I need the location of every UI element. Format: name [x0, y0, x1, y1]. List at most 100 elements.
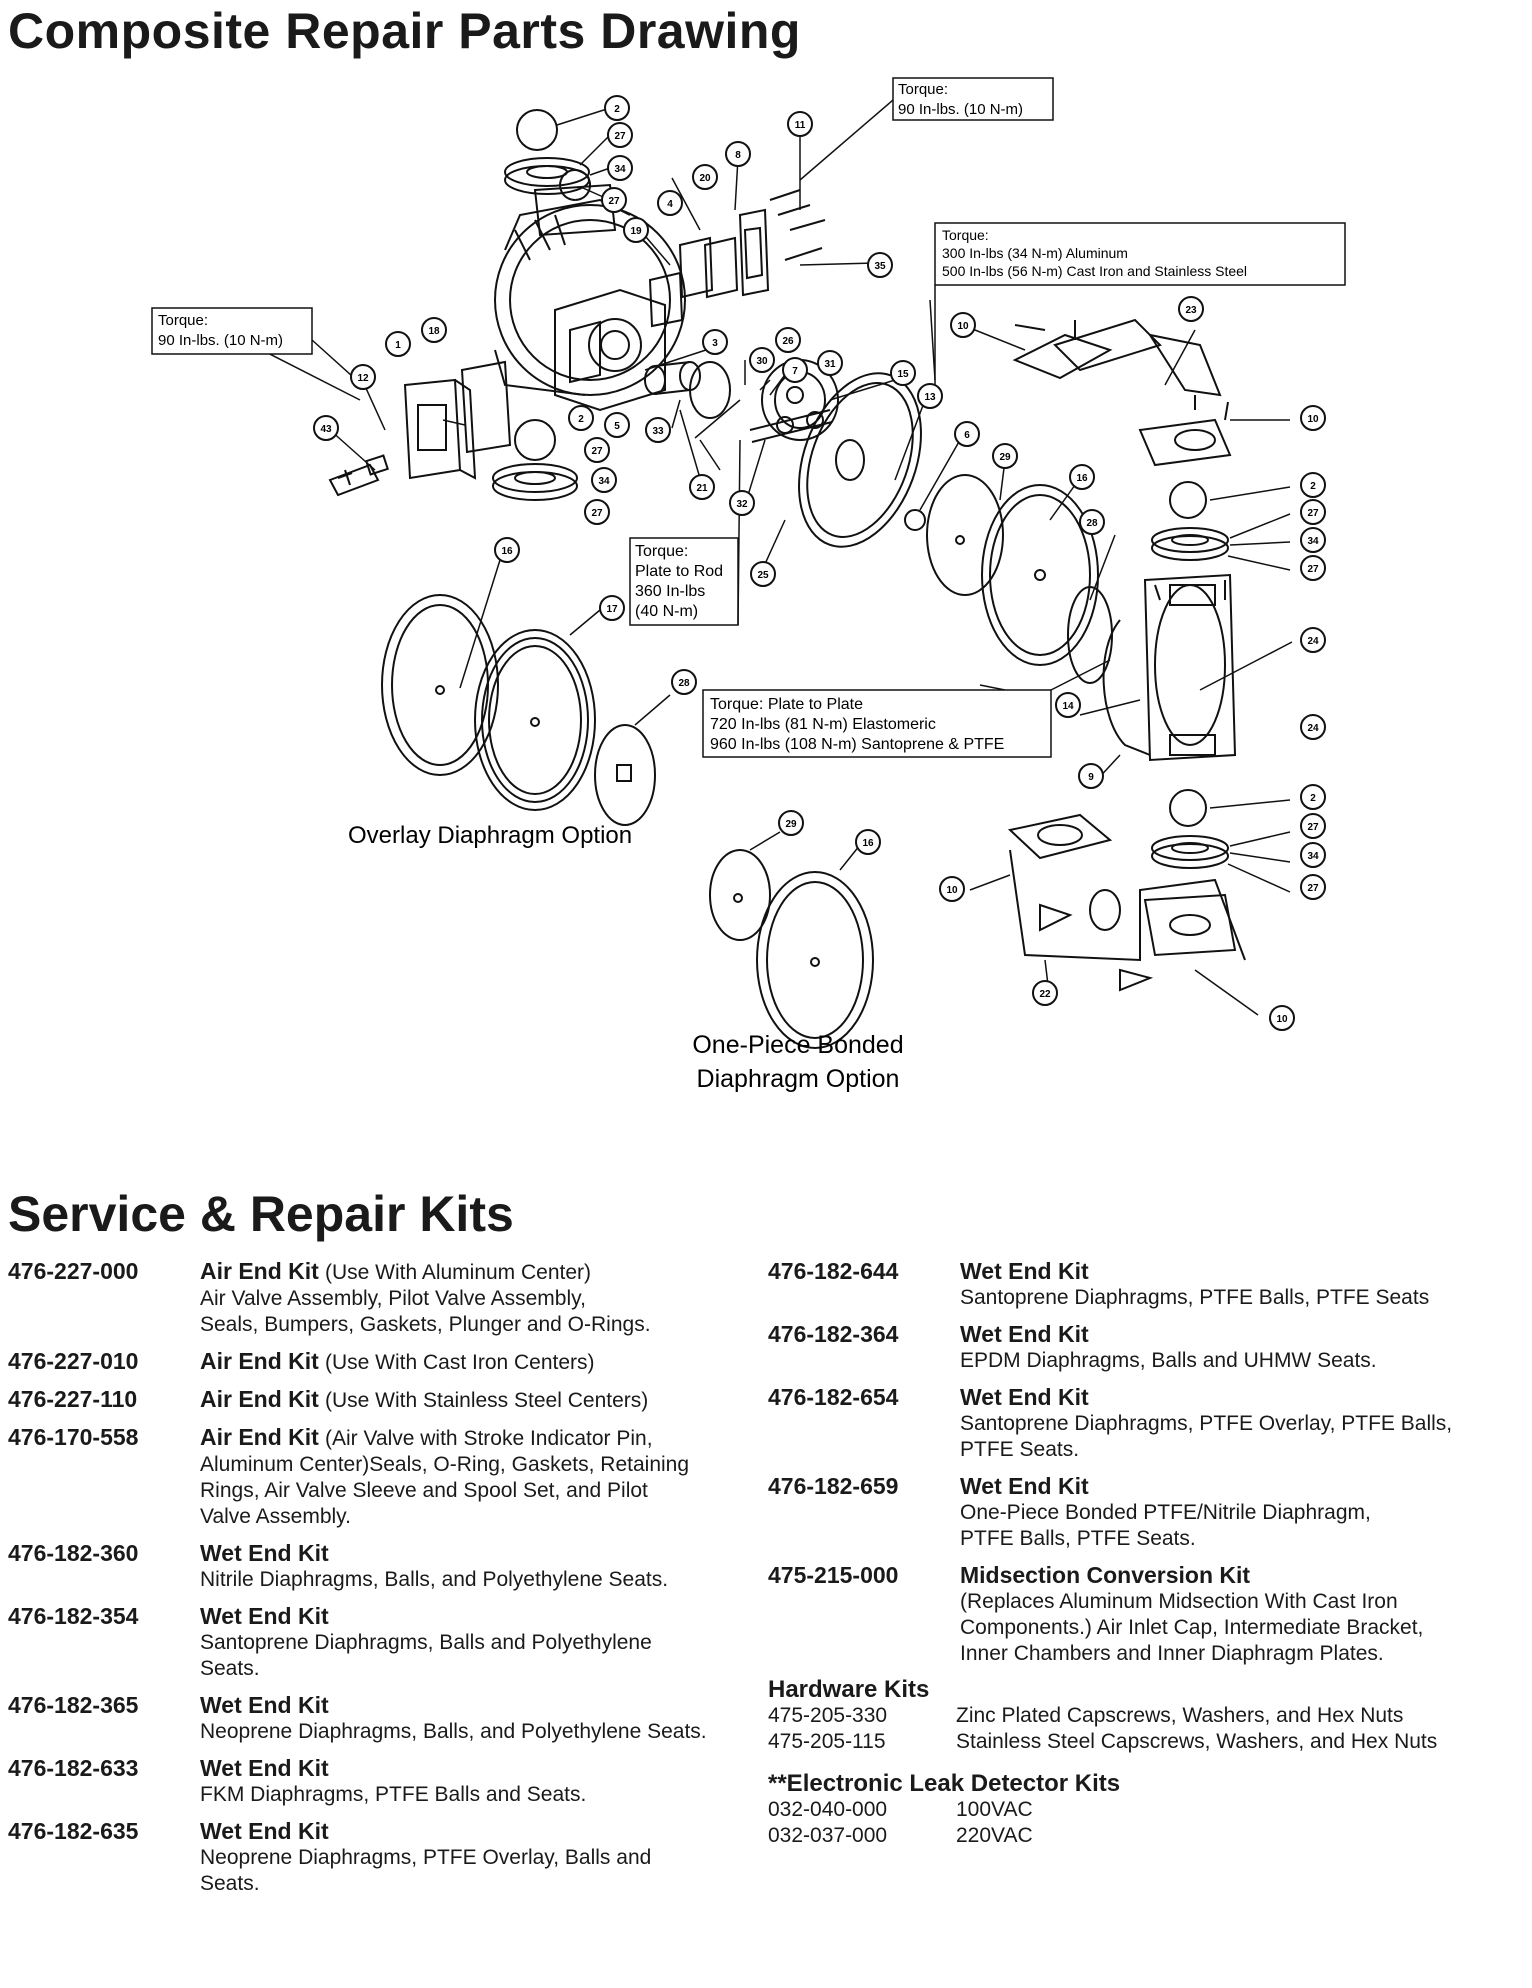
- svg-text:2: 2: [1310, 481, 1316, 492]
- overlay-diaphragm-17: [474, 629, 596, 811]
- svg-text:16: 16: [862, 838, 874, 849]
- exploded-parts-drawing: Torque: 90 In-lbs. (10 N-m) Torque: 90 I…: [151, 77, 1346, 1093]
- svg-text:4: 4: [667, 199, 673, 210]
- svg-text:28: 28: [678, 678, 690, 689]
- kit-description-line: Seals, Bumpers, Gaskets, Plunger and O-R…: [200, 1313, 651, 1336]
- balloon-2: 2: [568, 405, 594, 431]
- kit-name: Air End Kit: [200, 1258, 319, 1284]
- bonded-diaphragm-16: [756, 871, 874, 1049]
- balloon-15: 15: [890, 360, 916, 386]
- leak-detector-kit-description: 220VAC: [956, 1824, 1033, 1847]
- svg-text:90 In-lbs. (10 N-m): 90 In-lbs. (10 N-m): [158, 332, 283, 349]
- balloon-30: 30: [749, 347, 775, 373]
- seat-mid-left: [492, 463, 578, 501]
- svg-text:13: 13: [924, 392, 936, 403]
- kit-description-line: Valve Assembly.: [200, 1505, 351, 1528]
- balloon-1: 1: [385, 331, 411, 357]
- svg-text:2: 2: [1310, 793, 1316, 804]
- svg-text:7: 7: [792, 366, 798, 377]
- svg-text:720 In-lbs (81 N-m) Elastomeri: 720 In-lbs (81 N-m) Elastomeric: [710, 716, 936, 733]
- balloon-16: 16: [494, 537, 520, 563]
- balloon-20: 20: [692, 164, 718, 190]
- kit-part-number: 476-182-364: [768, 1321, 899, 1347]
- diaphragm-16-right: [981, 484, 1099, 666]
- drawing-title: Composite Repair Parts Drawing: [8, 3, 801, 59]
- svg-text:14: 14: [1062, 701, 1074, 712]
- right-outer-chamber: [1102, 573, 1237, 762]
- svg-text:Torque:: Torque:: [898, 81, 948, 98]
- balloon-10: 10: [950, 312, 976, 338]
- svg-text:27: 27: [608, 196, 620, 207]
- svg-text:29: 29: [999, 452, 1011, 463]
- balloon-27: 27: [601, 187, 627, 213]
- balloon-32: 32: [729, 490, 755, 516]
- svg-text:5: 5: [614, 421, 620, 432]
- kit-part-number: 476-182-654: [768, 1384, 899, 1410]
- kit-description-line: (Replaces Aluminum Midsection With Cast …: [960, 1590, 1398, 1613]
- overlay-diaphragm-16: [381, 594, 499, 776]
- svg-text:27: 27: [591, 508, 603, 519]
- balloon-27: 27: [1300, 555, 1326, 581]
- kit-name: Air End Kit: [200, 1386, 319, 1412]
- bottom-manifold: [1007, 813, 1246, 992]
- svg-text:25: 25: [757, 570, 769, 581]
- kit-name: Wet End Kit: [960, 1473, 1089, 1499]
- svg-text:10: 10: [957, 321, 969, 332]
- balloon-25: 25: [750, 561, 776, 587]
- svg-text:19: 19: [630, 226, 642, 237]
- kit-part-number: 476-182-659: [768, 1473, 899, 1499]
- balloon-11: 11: [787, 111, 813, 137]
- kit-description-line: EPDM Diaphragms, Balls and UHMW Seats.: [960, 1349, 1377, 1372]
- leak-detector-kit-part-number: 032-037-000: [768, 1824, 888, 1847]
- balloon-10: 10: [1269, 1005, 1295, 1031]
- balloon-31: 31: [817, 350, 843, 376]
- center-block: [554, 288, 666, 412]
- seat-right-top: [1151, 527, 1229, 561]
- overlay-disc-29: [926, 474, 1004, 596]
- svg-text:Torque:: Torque:: [942, 227, 989, 243]
- balloon-4: 4: [657, 190, 683, 216]
- svg-text:20: 20: [699, 173, 711, 184]
- kit-part-number: 476-227-010: [8, 1348, 139, 1374]
- svg-text:16: 16: [1076, 473, 1088, 484]
- hardware-kit-part-number: 475-205-115: [768, 1730, 886, 1753]
- svg-text:12: 12: [357, 373, 369, 384]
- kit-name: Air End Kit: [200, 1424, 319, 1450]
- kit-part-number: 476-182-354: [8, 1603, 139, 1629]
- torque-callout-d: Torque: Plate to Rod 360 In-lbs (40 N-m): [629, 537, 739, 626]
- seat-top-left: [504, 157, 590, 195]
- balloon-34: 34: [607, 155, 633, 181]
- svg-text:8: 8: [735, 150, 741, 161]
- plate-21: [689, 361, 731, 419]
- kit-part-number: 476-182-633: [8, 1755, 139, 1781]
- balloon-18: 18: [421, 317, 447, 343]
- balloon-14: 14: [1055, 692, 1081, 718]
- svg-text:1: 1: [395, 340, 401, 351]
- svg-text:360 In-lbs: 360 In-lbs: [635, 583, 705, 600]
- balloon-16: 16: [855, 829, 881, 855]
- leak-detector-kit-row: 032-037-000 220VAC: [768, 1823, 1508, 1849]
- bonded-disc-29: [709, 849, 771, 941]
- balloon-34: 34: [1300, 842, 1326, 868]
- bonded-caption-line1: One-Piece Bonded: [692, 1031, 903, 1059]
- balloon-6: 6: [954, 421, 980, 447]
- balloon-13: 13: [917, 383, 943, 409]
- svg-text:23: 23: [1185, 305, 1197, 316]
- balloon-8: 8: [725, 141, 751, 167]
- kit-description-line: Air Valve Assembly, Pilot Valve Assembly…: [200, 1287, 586, 1310]
- balloon-29: 29: [992, 443, 1018, 469]
- balloon-35: 35: [867, 252, 893, 278]
- svg-text:27: 27: [1307, 822, 1319, 833]
- kit-part-number: 476-182-644: [768, 1258, 899, 1284]
- kit-description-line: PTFE Seats.: [960, 1438, 1080, 1461]
- hardware-kit-description: Zinc Plated Capscrews, Washers, and Hex …: [956, 1704, 1404, 1727]
- balloon-34: 34: [1300, 527, 1326, 553]
- kit-description-line: Neoprene Diaphragms, Balls, and Polyethy…: [200, 1720, 707, 1743]
